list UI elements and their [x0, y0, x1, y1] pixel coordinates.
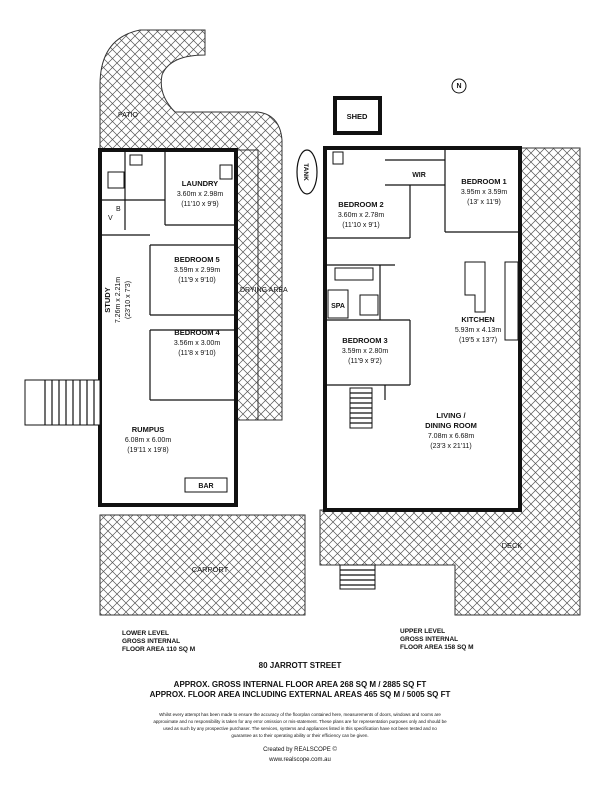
kitchen-bench — [504, 261, 519, 341]
disclaimer-line-4: guarantee as to their operating ability … — [231, 733, 369, 738]
upper-area-line2: GROSS INTERNAL — [400, 636, 458, 643]
tank-label: TANK — [302, 163, 309, 181]
study-size: 7.26m x 2.21m — [115, 277, 122, 323]
deck-label: DECK — [502, 541, 523, 550]
lower-area-line3: FLOOR AREA 110 SQ M — [122, 646, 195, 653]
address: 80 JARROTT STREET — [258, 661, 342, 670]
shower-fixture-upper — [359, 294, 379, 316]
bedroom4-imperial: (11'8 x 9'10) — [178, 350, 216, 357]
bar-counter — [184, 477, 228, 493]
upper-area-line1: UPPER LEVEL — [400, 628, 445, 635]
area-summary-1: APPROX. GROSS INTERNAL FLOOR AREA 268 SQ… — [173, 680, 427, 689]
lower-area-line2: GROSS INTERNAL — [122, 638, 180, 645]
lower-area-line1: LOWER LEVEL — [122, 630, 169, 637]
laundry-imperial: (11'10 x 9'9) — [181, 201, 219, 208]
wir-label: WIR — [412, 172, 426, 179]
kitchen-imperial: (19'5 x 13'7) — [459, 337, 497, 344]
living-imperial: (23'3 x 21'11) — [430, 443, 471, 450]
website-url: www.realscope.com.au — [269, 757, 331, 763]
upper-internal-stairs — [349, 387, 373, 429]
upper-outer-walls — [323, 146, 522, 512]
study-label: STUDY — [103, 287, 112, 312]
patio-hatched-area — [99, 29, 283, 421]
carport-hatched-area — [99, 514, 306, 616]
lower-level-plan: PATIO LAUNDRY 3.60m x 2.98m (11'10 x 9'9… — [24, 29, 306, 653]
bedroom1-size: 3.95m x 3.59m — [461, 189, 507, 196]
laundry-tub — [219, 164, 233, 180]
symbol-v: V — [108, 215, 113, 222]
disclaimer-line-1: Whilst every attempt has been made to en… — [159, 712, 441, 717]
living-label-line2: DINING ROOM — [425, 421, 477, 430]
credit: Created by REALSCOPE © — [263, 747, 337, 753]
rumpus-label: RUMPUS — [132, 425, 165, 434]
kitchen-label: KITCHEN — [461, 315, 494, 324]
living-label-line1: LIVING / — [436, 411, 466, 420]
bedroom3-imperial: (11'9 x 9'2) — [348, 358, 382, 365]
bar-label: BAR — [198, 483, 213, 490]
tank-outline — [296, 149, 318, 195]
shower-fixture — [107, 171, 125, 189]
shed-label: SHED — [347, 112, 368, 121]
toilet-fixture-upper — [332, 151, 344, 165]
area-summary-2: APPROX. FLOOR AREA INCLUDING EXTERNAL AR… — [149, 690, 451, 699]
spa-label: SPA — [331, 303, 345, 310]
upper-level-plan: N SHED TANK WIR BEDROOM 1 3.95m x 3.59m … — [296, 78, 581, 651]
bedroom5-imperial: (11'9 x 9'10) — [178, 277, 216, 284]
carport-label: CARPORT — [192, 565, 229, 574]
drying-area-label: DRYING AREA — [240, 287, 288, 294]
shed-outline — [333, 96, 382, 135]
drying-area-hatched — [235, 149, 259, 421]
rumpus-size: 6.08m x 6.00m — [125, 437, 171, 444]
bedroom3-label: BEDROOM 3 — [342, 336, 387, 345]
upper-internal-walls — [325, 148, 520, 400]
spa-bath — [327, 289, 349, 319]
upper-area-line3: FLOOR AREA 158 SQ M — [400, 644, 474, 651]
bedroom2-label: BEDROOM 2 — [338, 200, 383, 209]
bedroom4-label: BEDROOM 4 — [174, 328, 220, 337]
kitchen-size: 5.93m x 4.13m — [455, 327, 501, 334]
laundry-size: 3.60m x 2.98m — [177, 191, 223, 198]
laundry-label: LAUNDRY — [182, 179, 218, 188]
rumpus-imperial: (19'11 x 19'8) — [127, 447, 168, 454]
study-imperial: (23'10 x 7'3) — [125, 281, 132, 319]
bedroom5-label: BEDROOM 5 — [174, 255, 219, 264]
north-arrow-icon — [451, 78, 467, 94]
bedroom1-imperial: (13' x 11'9) — [467, 199, 501, 206]
vanity-fixture — [334, 267, 374, 281]
bedroom2-imperial: (11'10 x 9'1) — [342, 222, 380, 229]
bedroom2-size: 3.60m x 2.78m — [338, 212, 384, 219]
upper-front-stairs — [339, 564, 376, 590]
bedroom5-size: 3.59m x 2.99m — [174, 267, 220, 274]
lower-outer-walls — [98, 148, 238, 507]
north-label: N — [456, 83, 461, 90]
bedroom1-label: BEDROOM 1 — [461, 177, 506, 186]
disclaimer-line-2: approximate and no responsibility is tak… — [153, 719, 447, 724]
toilet-fixture — [129, 154, 143, 166]
symbol-b: B — [116, 206, 121, 213]
disclaimer-line-3: used as such by any prospective purchase… — [163, 726, 437, 731]
bedroom3-size: 3.59m x 2.80m — [342, 348, 388, 355]
living-size: 7.08m x 6.68m — [428, 433, 474, 440]
lower-stairs — [24, 379, 101, 426]
lower-internal-walls — [100, 150, 236, 401]
patio-label: PATIO — [118, 112, 139, 119]
kitchen-island — [464, 261, 486, 313]
bedroom4-size: 3.56m x 3.00m — [174, 340, 220, 347]
